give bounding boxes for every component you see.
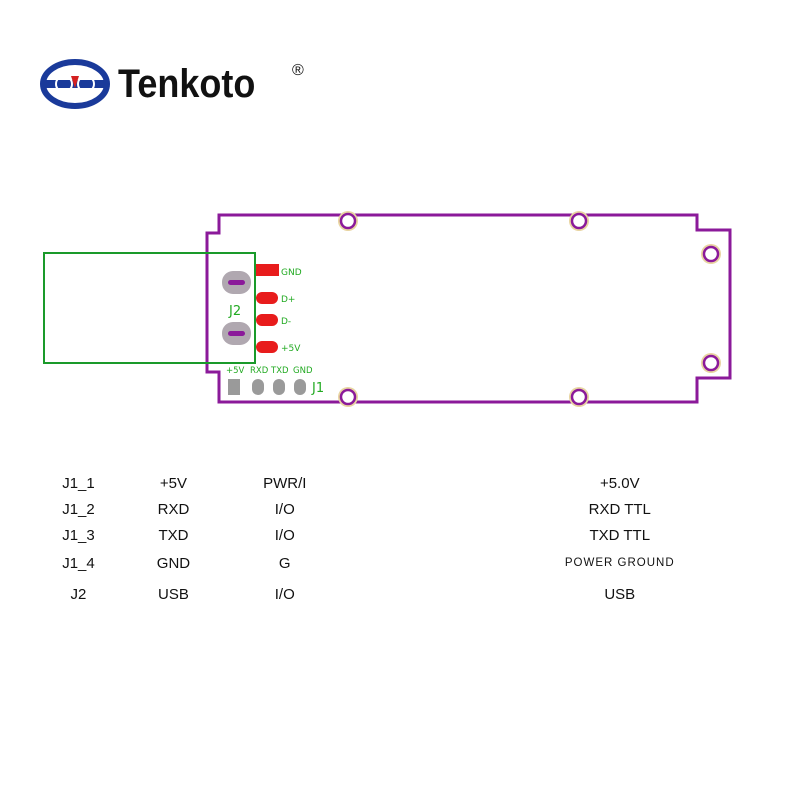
usb-shell-pad [222, 271, 251, 294]
type-cell: PWR/I [263, 474, 307, 492]
type-cell: I/O [274, 526, 295, 544]
type-cell: I/O [274, 585, 295, 603]
j1-label: J1 [311, 381, 324, 396]
desc-cell: USB [604, 585, 636, 603]
mounting-hole [569, 211, 589, 231]
j1-pin-pad [294, 379, 306, 395]
j1-pin-label: +5V [226, 366, 245, 376]
gnd-pad [256, 264, 279, 276]
pin-cell: J1_2 [62, 500, 95, 518]
pin-cell: J1_1 [62, 474, 95, 492]
table-row: J1_1 +5V PWR/I +5.0V [40, 470, 760, 496]
j1-pin-pad [252, 379, 264, 395]
j1-pin1-square-pad [228, 379, 240, 395]
plus5v-pad-label: +5V [281, 344, 301, 354]
mounting-holes [338, 211, 721, 407]
desc-cell: POWER GROUND [564, 557, 675, 569]
table-row: J1_4 GND G POWER GROUND [40, 548, 760, 578]
mounting-hole [338, 211, 358, 231]
name-cell: TXD [158, 526, 189, 544]
j1-pin-label: TXD [270, 366, 289, 376]
registered-mark: ® [292, 62, 304, 79]
desc-cell: +5.0V [599, 474, 640, 492]
pin-cell: J2 [70, 585, 87, 603]
j1-pin-pad [273, 379, 285, 395]
plus5v-pad [256, 341, 278, 353]
pin-table: J1_1 +5V PWR/I +5.0V J1_2 RXD I/O RXD TT… [40, 470, 760, 610]
type-cell: I/O [274, 500, 295, 518]
dplus-pad [256, 292, 278, 304]
usb-connector-outline [43, 252, 256, 364]
pin-cell: J1_3 [62, 526, 95, 544]
name-cell: RXD [157, 500, 190, 518]
name-cell: GND [156, 554, 191, 572]
table-row: J1_2 RXD I/O RXD TTL [40, 496, 760, 522]
usb-shell-pad [222, 322, 251, 345]
mounting-hole [701, 353, 721, 373]
dplus-pad-label: D+ [281, 295, 295, 305]
j2-label: J2 [228, 304, 241, 319]
j1-pin-label: GND [293, 366, 313, 376]
mounting-hole [338, 387, 358, 407]
mounting-hole [569, 387, 589, 407]
dminus-pad [256, 314, 278, 326]
name-cell: +5V [159, 474, 188, 492]
pin-cell: J1_4 [62, 554, 95, 572]
brand-logo: Tenkoto ® [40, 58, 304, 110]
mounting-hole [701, 244, 721, 264]
desc-cell: RXD TTL [588, 500, 651, 518]
table-row: J1_3 TXD I/O TXD TTL [40, 522, 760, 548]
brand-name: Tenkoto [118, 61, 256, 106]
j1-pin-label: RXD [250, 366, 269, 376]
type-cell: G [278, 554, 291, 572]
tenkoto-logo-icon [40, 59, 110, 109]
desc-cell: TXD TTL [589, 526, 651, 544]
name-cell: USB [158, 585, 189, 603]
table-row: J2 USB I/O USB [40, 578, 760, 610]
board-outline [205, 213, 732, 404]
dminus-pad-label: D- [281, 317, 291, 327]
gnd-pad-label: GND [281, 268, 302, 278]
